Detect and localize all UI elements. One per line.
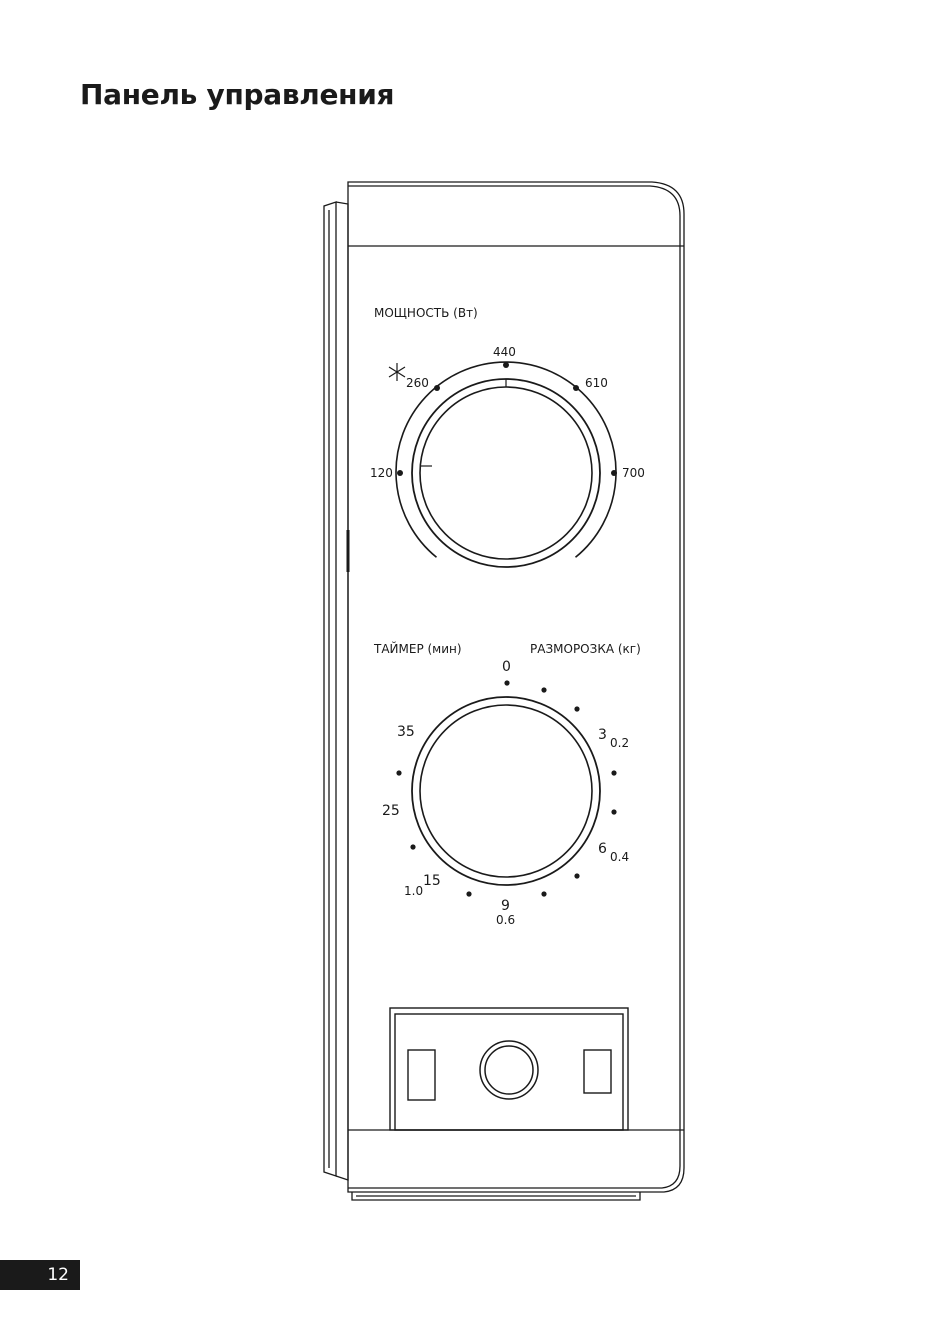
power-dial-label: МОЩНОСТЬ (Вт) (374, 306, 478, 320)
timer-dial[interactable] (411, 696, 601, 886)
timer-mark-0: 0 (502, 659, 511, 675)
snowflake-icon (388, 363, 406, 381)
timer-dial-label: ТАЙМЕР (мин) (373, 641, 462, 656)
page-title: Панель управления (80, 78, 395, 111)
timer-mark-35: 35 (397, 724, 415, 740)
power-mark-440: 440 (493, 345, 516, 359)
timer-mark-15: 15 (423, 873, 441, 889)
door-release-button-icon[interactable] (479, 1040, 539, 1100)
power-mark-700: 700 (622, 466, 645, 480)
power-mark-610: 610 (585, 376, 608, 390)
timer-mark-3: 3 (598, 727, 607, 743)
timer-mark-25: 25 (382, 803, 400, 819)
defrost-dial-label: РАЗМОРОЗКА (кг) (530, 642, 641, 656)
timer-scale-dots (396, 680, 617, 897)
power-dial[interactable] (411, 378, 601, 568)
weight-mark-0.4: 0.4 (610, 850, 629, 864)
panel-body (347, 181, 685, 1193)
page-number: 12 (0, 1260, 80, 1290)
power-mark-260: 260 (406, 376, 429, 390)
power-scale-dots (397, 362, 617, 476)
door-frame (323, 201, 350, 1181)
weight-mark-0.6: 0.6 (496, 913, 515, 927)
door-release-panel (389, 1007, 629, 1131)
timer-mark-6: 6 (598, 841, 607, 857)
power-mark-120: 120 (370, 466, 393, 480)
weight-mark-0.2: 0.2 (610, 736, 629, 750)
timer-mark-9: 9 (501, 898, 510, 914)
panel-base (351, 1192, 641, 1201)
weight-mark-1.0: 1.0 (404, 884, 423, 898)
